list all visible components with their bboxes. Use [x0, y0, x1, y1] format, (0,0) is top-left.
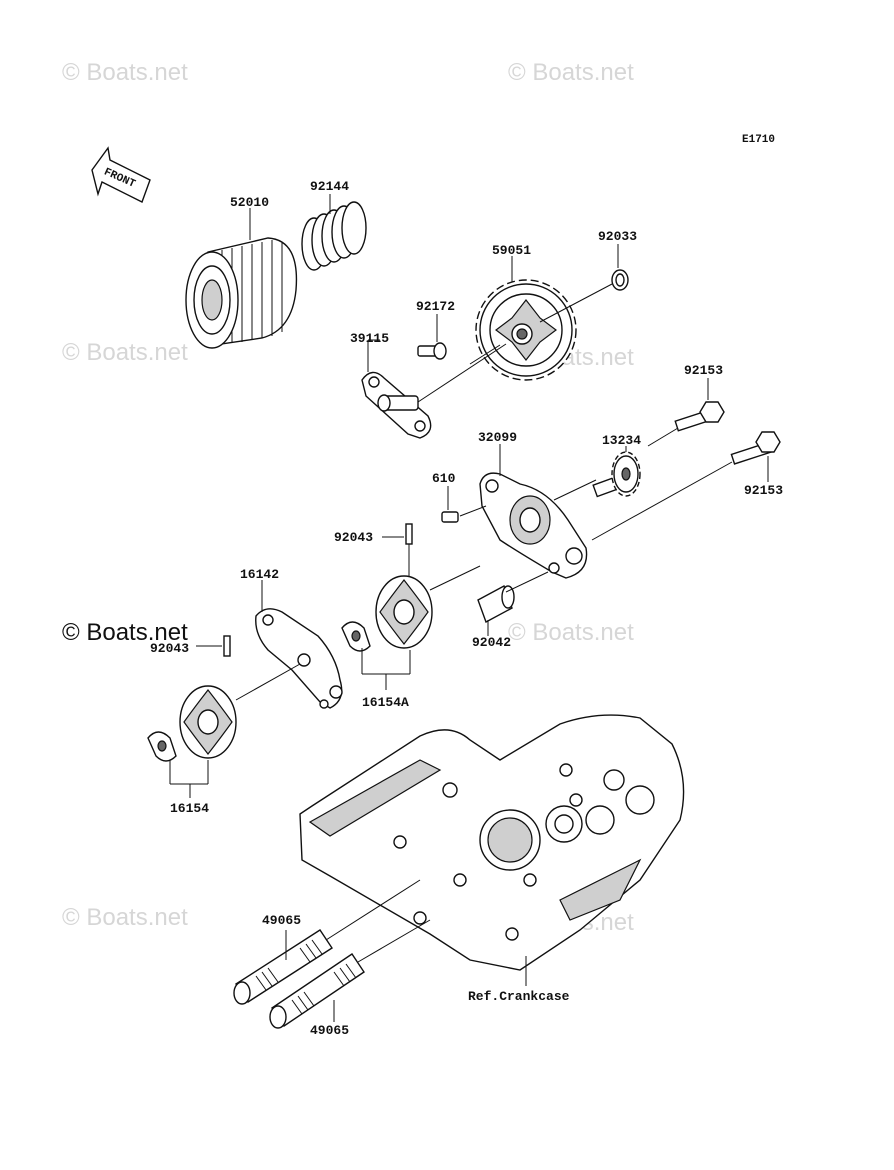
label-92042: 92042	[472, 635, 511, 650]
oil-filter	[185, 237, 298, 349]
bolt-92153-lower	[730, 431, 781, 465]
label-610: 610	[432, 471, 456, 486]
front-arrow-icon: FRONT	[91, 146, 151, 203]
rotor-set-16154	[147, 685, 237, 762]
shaft-plate	[361, 371, 432, 439]
label-16154: 16154	[170, 801, 209, 816]
watermark-2: © Boats.net	[508, 59, 634, 86]
rotor-set-16154A	[341, 575, 433, 652]
watermark-dark: © Boats.net	[62, 619, 188, 646]
watermark-3: © Boats.net	[62, 339, 188, 366]
pin-92043-upper	[405, 523, 413, 545]
crankcase	[299, 714, 685, 971]
oil-strainer-lower	[269, 953, 365, 1029]
label-92172: 92172	[416, 299, 455, 314]
screw-92172	[417, 342, 447, 360]
label-13234: 13234	[602, 433, 641, 448]
label-92144: 92144	[310, 179, 349, 194]
pump-shaft-gear	[592, 451, 641, 498]
label-16142: 16142	[240, 567, 279, 582]
watermark-1: © Boats.net	[62, 59, 188, 86]
label-92033: 92033	[598, 229, 637, 244]
circlip	[611, 269, 629, 291]
ref-crankcase-label: Ref.Crankcase	[468, 989, 570, 1004]
label-49065-upper: 49065	[262, 913, 301, 928]
label-92043-upper: 92043	[334, 530, 373, 545]
watermark-5: © Boats.net	[508, 619, 634, 646]
oil-pump-gear	[475, 279, 577, 381]
bolt-92153-upper	[674, 401, 725, 432]
spring	[301, 201, 367, 271]
label-16154A: 16154A	[362, 695, 409, 710]
label-39115: 39115	[350, 331, 389, 346]
label-52010: 52010	[230, 195, 269, 210]
label-92153-upper: 92153	[684, 363, 723, 378]
oil-pump-cover	[479, 472, 588, 579]
pin-92043-lower	[223, 635, 231, 657]
diagram-code: E1710	[742, 134, 775, 146]
oil-strainer-upper	[233, 929, 333, 1005]
label-92153-lower: 92153	[744, 483, 783, 498]
pump-plate	[255, 608, 343, 709]
label-92043-lower: 92043	[150, 641, 189, 656]
label-59051: 59051	[492, 243, 531, 258]
label-49065-lower: 49065	[310, 1023, 349, 1038]
watermark-6: © Boats.net	[62, 904, 188, 931]
pin-610	[441, 511, 459, 523]
label-32099: 32099	[478, 430, 517, 445]
collar-92042	[477, 584, 515, 624]
